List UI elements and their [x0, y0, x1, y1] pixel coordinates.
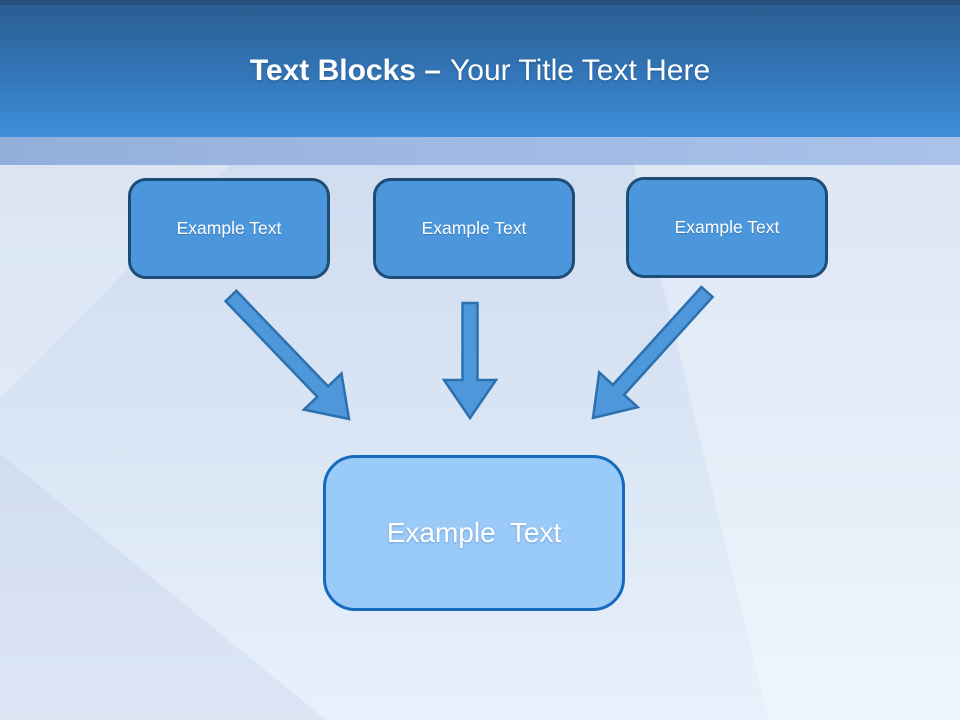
- text-block-3-label: Example Text: [674, 217, 780, 237]
- result-block: Example Text: [323, 455, 625, 611]
- slide-title-rest: Your Title Text Here: [450, 54, 711, 87]
- text-block-2: Example Text: [373, 178, 575, 279]
- text-block-1: Example Text: [128, 178, 330, 279]
- header-accent-band: [0, 137, 960, 165]
- slide-title-emphasis: Text Blocks –: [249, 54, 442, 87]
- text-block-2-label: Example Text: [421, 218, 527, 238]
- slide-header: Text Blocks –Your Title Text Here: [0, 0, 960, 137]
- arrow-down-right-icon: [223, 289, 351, 421]
- header-top-strip: [0, 0, 960, 5]
- text-block-1-label: Example Text: [176, 218, 282, 238]
- text-block-3: Example Text: [626, 177, 828, 278]
- slide-title: Text Blocks –Your Title Text Here: [0, 52, 960, 90]
- result-block-label: Example Text: [386, 517, 562, 548]
- arrow-down-left-icon: [591, 285, 715, 420]
- arrow-down-icon: [441, 301, 499, 421]
